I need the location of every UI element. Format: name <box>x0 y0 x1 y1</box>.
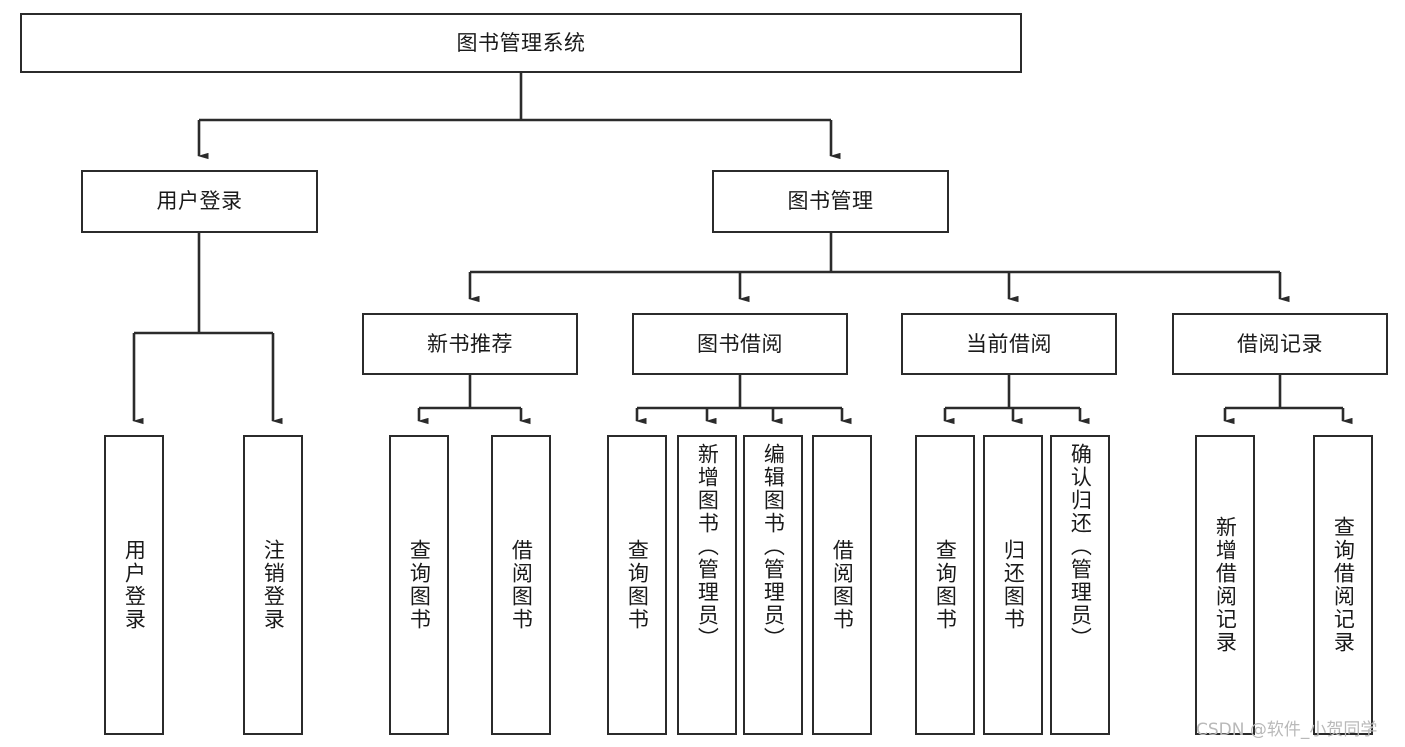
leaf-recommend-query-book-label: 查询图书 <box>407 539 432 631</box>
node-user-login[interactable]: 用户登录 <box>81 170 318 233</box>
leaf-user-login-signin[interactable]: 用户登录 <box>104 435 164 735</box>
node-borrow-record[interactable]: 借阅记录 <box>1172 313 1388 375</box>
leaf-borrow-borrow-book-label: 借阅图书 <box>830 539 855 631</box>
node-new-book-recommend-label: 新书推荐 <box>427 331 513 356</box>
leaf-borrow-edit-book-label: 编辑图书（管理员） <box>761 443 786 650</box>
leaf-current-return-book[interactable]: 归还图书 <box>983 435 1043 735</box>
leaf-borrow-borrow-book[interactable]: 借阅图书 <box>812 435 872 735</box>
node-book-borrow[interactable]: 图书借阅 <box>632 313 848 375</box>
leaf-borrow-add-book-label: 新增图书（管理员） <box>695 443 720 650</box>
leaf-borrow-edit-book[interactable]: 编辑图书（管理员） <box>743 435 803 735</box>
node-borrow-record-label: 借阅记录 <box>1237 331 1323 356</box>
node-root[interactable]: 图书管理系统 <box>20 13 1022 73</box>
leaf-current-query-book-label: 查询图书 <box>933 539 958 631</box>
node-current-borrow-label: 当前借阅 <box>966 331 1052 356</box>
node-book-management-label: 图书管理 <box>787 189 874 214</box>
leaf-user-login-signin-label: 用户登录 <box>122 539 147 631</box>
leaf-record-query[interactable]: 查询借阅记录 <box>1313 435 1373 735</box>
leaf-current-return-book-label: 归还图书 <box>1001 539 1026 631</box>
leaf-recommend-borrow-book[interactable]: 借阅图书 <box>491 435 551 735</box>
leaf-current-query-book[interactable]: 查询图书 <box>915 435 975 735</box>
leaf-record-add-label: 新增借阅记录 <box>1213 516 1238 654</box>
node-new-book-recommend[interactable]: 新书推荐 <box>362 313 578 375</box>
node-current-borrow[interactable]: 当前借阅 <box>901 313 1117 375</box>
leaf-user-login-signout-label: 注销登录 <box>261 539 286 631</box>
leaf-borrow-add-book[interactable]: 新增图书（管理员） <box>677 435 737 735</box>
node-book-management[interactable]: 图书管理 <box>712 170 949 233</box>
csdn-watermark: CSDN @软件_小贺同学 <box>1196 720 1378 740</box>
leaf-current-confirm-return[interactable]: 确认归还（管理员） <box>1050 435 1110 735</box>
leaf-borrow-query-book[interactable]: 查询图书 <box>607 435 667 735</box>
leaf-record-query-label: 查询借阅记录 <box>1331 516 1356 654</box>
node-root-label: 图书管理系统 <box>456 30 586 55</box>
leaf-borrow-query-book-label: 查询图书 <box>625 539 650 631</box>
leaf-record-add[interactable]: 新增借阅记录 <box>1195 435 1255 735</box>
leaf-user-login-signout[interactable]: 注销登录 <box>243 435 303 735</box>
leaf-recommend-query-book[interactable]: 查询图书 <box>389 435 449 735</box>
leaf-recommend-borrow-book-label: 借阅图书 <box>509 539 534 631</box>
leaf-current-confirm-return-label: 确认归还（管理员） <box>1068 443 1093 650</box>
node-user-login-label: 用户登录 <box>156 189 243 214</box>
node-book-borrow-label: 图书借阅 <box>697 331 783 356</box>
